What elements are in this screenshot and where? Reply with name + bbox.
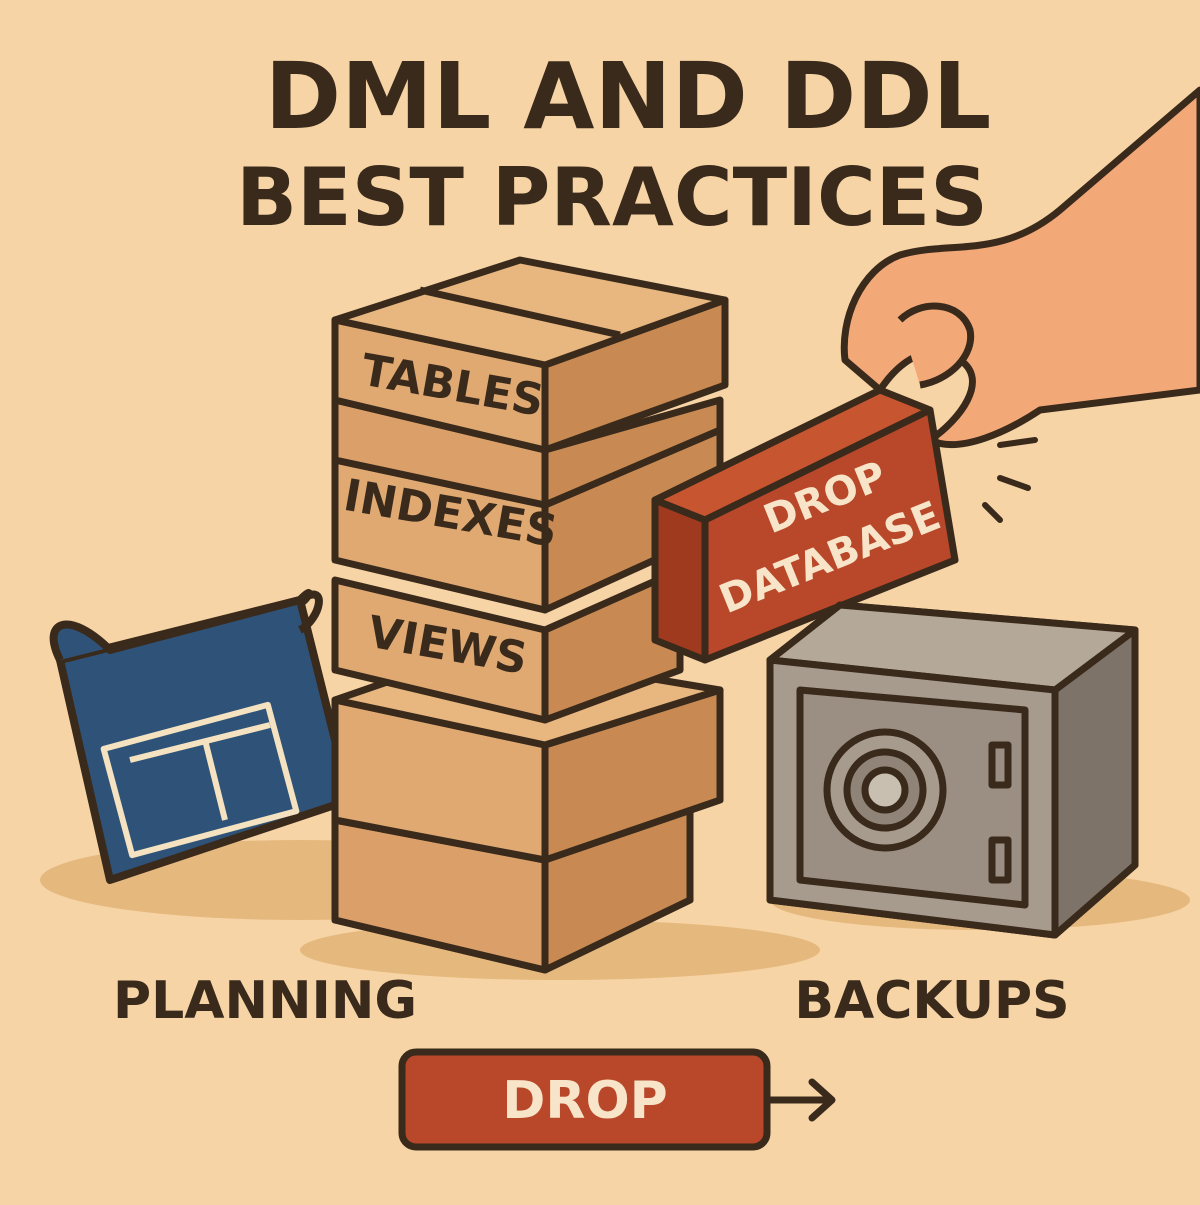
jenga-tower <box>331 256 729 974</box>
hand-icon <box>840 86 1200 448</box>
motion-lines <box>982 437 1038 523</box>
arrow-right-icon <box>766 1078 836 1122</box>
backups-label: BACKUPS <box>794 971 1069 1031</box>
safe-icon <box>766 601 1139 939</box>
drop-button-label[interactable]: DROP <box>502 1071 668 1131</box>
blueprint-icon <box>49 589 354 884</box>
title-line-1: DML AND DDL <box>265 43 992 150</box>
drop-database-block <box>651 386 959 664</box>
title-line-2: BEST PRACTICES <box>236 151 988 244</box>
drop-button[interactable]: DROP <box>398 1048 771 1151</box>
planning-label: PLANNING <box>113 971 417 1031</box>
